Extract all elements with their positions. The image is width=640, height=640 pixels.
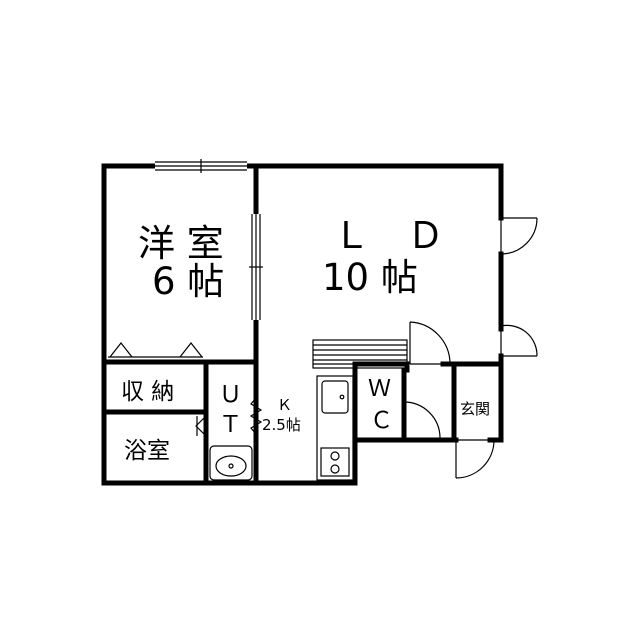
- ut-label-t: Ｔ: [219, 412, 242, 438]
- closet-doors: [108, 342, 203, 358]
- washbasin-icon: [209, 445, 253, 481]
- wc-label-c: Ｃ: [370, 408, 393, 434]
- bath-label: 浴室: [124, 438, 170, 464]
- ut-label-u: Ｕ: [219, 382, 242, 408]
- door-entrance: [455, 439, 495, 479]
- door-ld-right-lower: [500, 324, 538, 357]
- bath-door-marker: [195, 415, 207, 437]
- window-top-western: [155, 159, 247, 173]
- kitchen-size: 2.5帖: [262, 416, 301, 434]
- door-ld-right-upper: [500, 217, 538, 255]
- range-hood-icon: [312, 339, 408, 369]
- exterior-walls: [101, 163, 504, 486]
- entrance-label: 玄関: [460, 400, 490, 418]
- storage-label: 収 納: [121, 379, 174, 405]
- kitchen-sink-icon: [321, 380, 349, 414]
- door-ld-hall: [409, 321, 451, 365]
- ld-room-name: Ｌ Ｄ: [333, 214, 444, 257]
- western-room-name: 洋 室: [138, 222, 224, 265]
- sliding-door-western-ld: [249, 214, 263, 320]
- kitchen-counter: [316, 375, 354, 481]
- door-wc: [403, 401, 441, 440]
- accordion-partition: [249, 397, 263, 435]
- stove-icon: [320, 447, 350, 477]
- western-room-size: 6 帖: [152, 260, 224, 303]
- kitchen-label: Ｋ: [277, 396, 292, 414]
- wc-label-w: Ｗ: [368, 376, 391, 402]
- ld-room-size: 10 帖: [322, 256, 418, 299]
